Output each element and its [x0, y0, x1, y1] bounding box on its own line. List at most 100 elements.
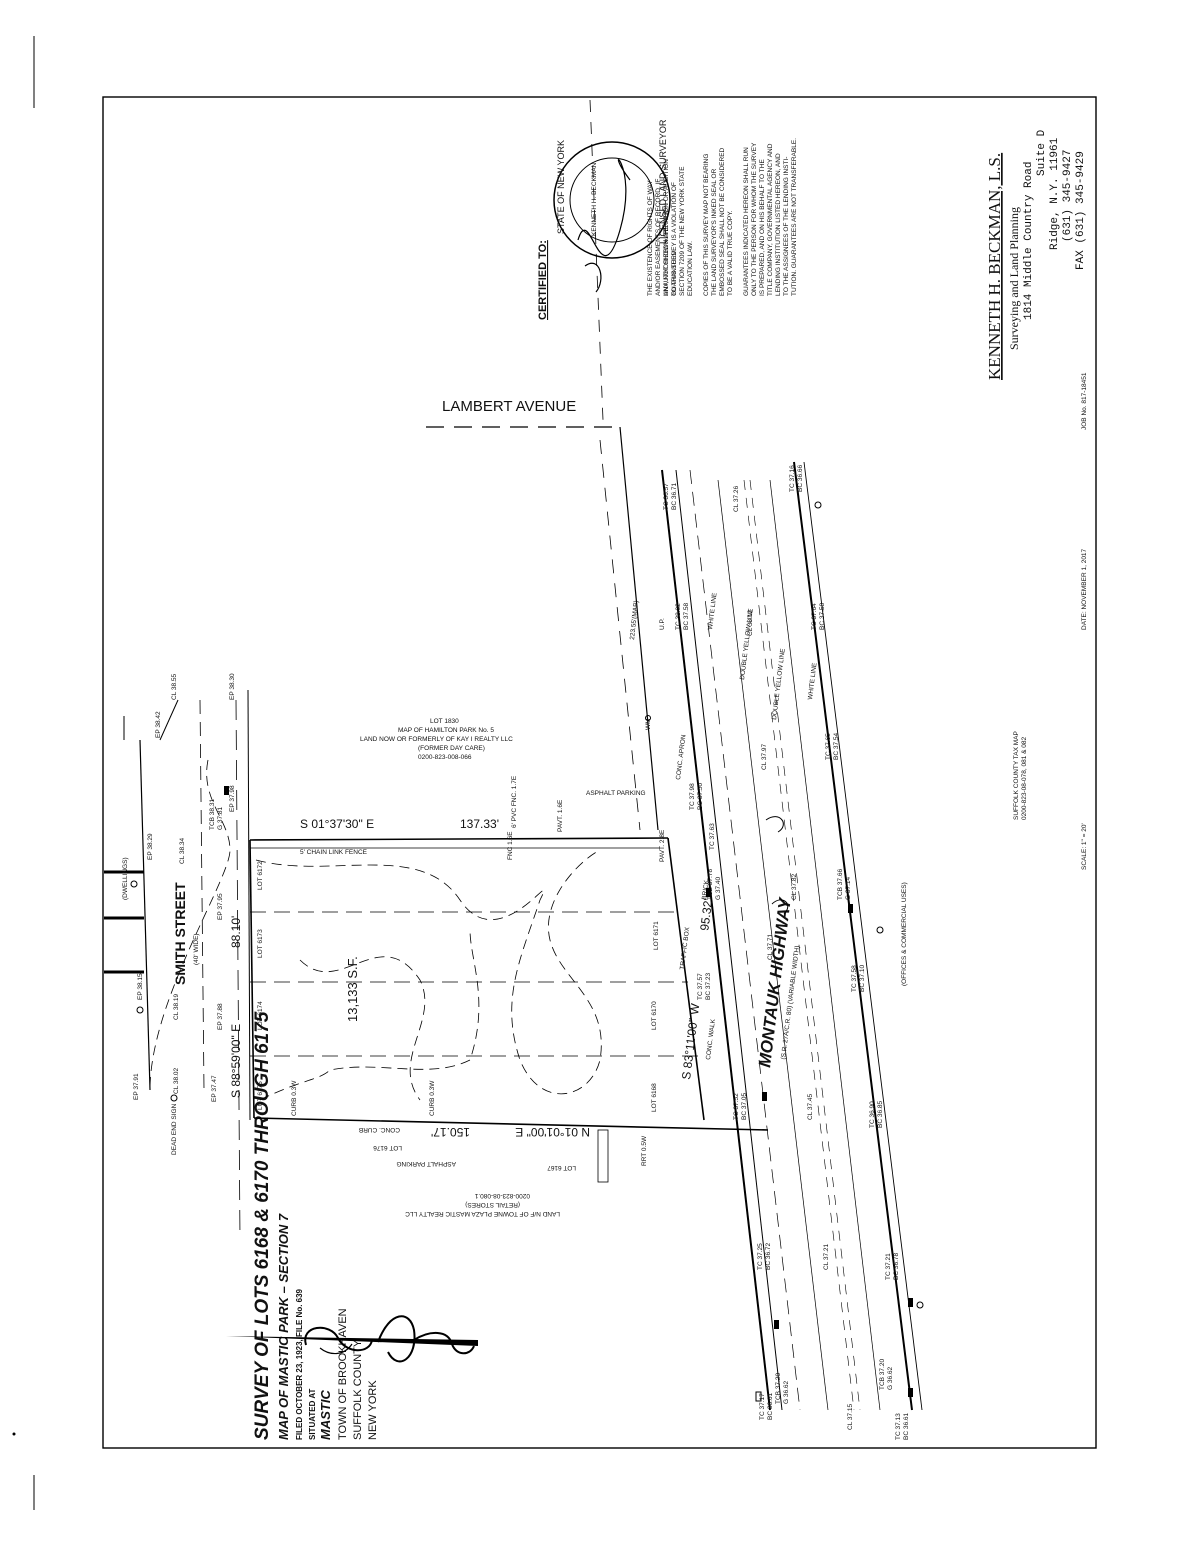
neighbor-lot: LOT 6167 [547, 1164, 576, 1171]
tax-map-number: 0200-823-08-078, 081 & 082 [1021, 736, 1028, 820]
surveyor-fax: FAX (631) 345-9429 [1075, 151, 1087, 270]
elevation: TC 37.64 [811, 603, 818, 630]
elevation: G 36.62 [887, 1366, 894, 1390]
elevation: BC 37.05 [741, 1093, 748, 1120]
lot-label: LOT 6175 [257, 1081, 264, 1110]
filed-line: FILED OCTOBER 23, 1923, FILE No. 639 [295, 1288, 304, 1440]
elevation: TC 37.57 [697, 973, 704, 1000]
town-name: TOWN OF BROOKHAVEN [337, 1308, 349, 1440]
dead-end-sign-label: DEAD END SIGN [171, 1103, 178, 1155]
elevation: EP 37.95 [217, 893, 224, 920]
bearing-right: S 83°11'00" W [679, 1002, 702, 1080]
surveyor-line3: Suite D [1036, 129, 1048, 176]
cert-note: IS PREPARED, AND ON HIS BEHALF TO THE [759, 159, 766, 296]
fence-note: FNC 1.6E [507, 831, 514, 860]
cert-note: EMBOSSED SEAL SHALL NOT BE CONSIDERED [719, 147, 726, 296]
white-line-label: WHITE LINE [707, 592, 719, 630]
elevation: TC 37.65 [825, 733, 832, 760]
elevation: TC 37.25 [757, 1243, 764, 1270]
smith-street-label: SMITH STREET [172, 882, 188, 985]
place-name: MASTIC [318, 1390, 333, 1440]
elevation: TCB 38.31 [209, 799, 216, 830]
elevation: TCB 37.78 [707, 869, 714, 900]
elevation: BC 36.71 [671, 483, 678, 510]
conc-apron-label: CONC. APRON [675, 734, 688, 780]
elevation: BC 37.23 [705, 973, 712, 1000]
cert-note: LENDING INSTITUTION LISTED HEREON, AND [775, 153, 782, 296]
elevation: TC 37.58 [851, 965, 858, 992]
smith-street: SMITH STREET (40' WIDE) (DWELLINGS) DEAD… [104, 689, 251, 1241]
neighbor-map: MAP OF HAMILTON PARK No. 5 [398, 727, 494, 734]
county-name: SUFFOLK COUNTY [352, 1339, 364, 1440]
distance-right: 95.32' [697, 898, 715, 932]
cert-note: COPIES OF THIS SURVEY MAP NOT BEARING [703, 154, 710, 296]
bearing-bottom: N 01°01'00" E [515, 1125, 590, 1139]
elevation: BC 37.54 [833, 733, 840, 760]
elevation: G 36.62 [783, 1380, 790, 1404]
lambert-avenue-label: LAMBERT AVENUE [442, 398, 576, 415]
survey-title: SURVEY OF LOTS 6168 & 6170 THROUGH 6175 [252, 1011, 273, 1440]
conc-walk-label: CONC. WALK [705, 1018, 717, 1060]
curb-box [597, 1129, 609, 1183]
lot-label: LOT 6173 [257, 929, 264, 958]
cert-note: TO BE A VALID TRUE COPY. [727, 210, 734, 296]
map-line: MAP OF MASTIC PARK – SECTION 7 [276, 1213, 291, 1440]
utility-symbols [224, 501, 924, 1402]
north-arrow [226, 1315, 478, 1363]
job-number: JOB No. 817-18451 [1081, 372, 1088, 430]
fence-note: 6' PVC FNC. 1.7E [511, 775, 518, 828]
seal-outer-text: STATE OF NEW YORK [556, 140, 566, 234]
neighbor-lot: LOT 1830 [430, 718, 459, 725]
distance-left: 88.10' [229, 916, 243, 948]
elevation: EP 38.15 [137, 973, 144, 1000]
water-meter-label: WM [645, 718, 652, 730]
distance-top: 137.33' [460, 817, 499, 831]
neighbor-owner: LAND NOW OR FORMERLY OF KAY I REALTY LLC [360, 736, 513, 743]
brick-label: BRICK [701, 879, 710, 900]
elevation: BC 36.72 [765, 1243, 772, 1270]
elevation: CL 37.97 [761, 743, 768, 770]
cert-note: GUARANTEED. [671, 249, 678, 296]
elevation: BC 37.58 [683, 603, 690, 630]
surveyor-line1: Surveying and Land Planning [1007, 207, 1021, 350]
elevation: EP 37.47 [211, 1075, 218, 1102]
elevation: BC 36.61 [767, 1393, 774, 1420]
elevation: EP 38.42 [155, 711, 162, 738]
cert-note: AND/OR EASEMENTS OF RECORD, IF [655, 179, 662, 296]
cert-note: SECTION 7209 OF THE NEW YORK STATE [679, 166, 686, 296]
elevation: TCB 37.20 [879, 1359, 886, 1390]
lot-label: LOT 6172 [257, 861, 264, 890]
elevation: BC 36.61 [903, 1413, 910, 1440]
elevation: CL 37.82 [791, 873, 798, 900]
lambert-avenue: LAMBERT AVENUE [426, 99, 659, 831]
elevation: TC 37.17 [759, 1393, 766, 1420]
neighbor-use: (FORMER DAY CARE) [418, 745, 485, 752]
seal-name-text: KENNETH H. BECKMAN [591, 162, 598, 236]
parcel-boundary [249, 837, 769, 1131]
tax-map-label: SUFFOLK COUNTY TAX MAP [1013, 731, 1020, 820]
elevation: CL 37.15 [847, 1403, 854, 1430]
asphalt-label: ASPHALT PARKING [396, 1160, 456, 1167]
smith-street-width: (40' WIDE) [193, 933, 200, 965]
offices-label: (OFFICES & COMMERCIAL USES) [901, 882, 908, 986]
survey-date: DATE: NOVEMBER 1, 2017 [1081, 548, 1088, 630]
cert-note: EDUCATION LAW. [687, 241, 694, 296]
cert-note: THE EXISTENCE OF RIGHTS OF WAY [647, 180, 654, 296]
elevation: BC 37.58 [819, 603, 826, 630]
lot-label: LOT 6174 [257, 1001, 264, 1030]
pavement-label: PAVT. 1.6E [557, 799, 564, 832]
bearing-top: S 01°37'30" E [300, 817, 374, 831]
elevation: TC 36.57 [663, 483, 670, 510]
surveyor-line4: Ridge, N.Y. 11961 [1049, 137, 1061, 250]
situated-label: SITUATED AT [308, 1388, 317, 1440]
dwellings-label: (DWELLINGS) [122, 857, 129, 900]
fence-label: 5' CHAIN LINK FENCE [300, 849, 368, 856]
state-name: NEW YORK [367, 1380, 379, 1440]
asphalt-label: ASPHALT PARKING [586, 790, 646, 797]
scan-dot [12, 1432, 16, 1436]
neighbor-north: LOT 1830 MAP OF HAMILTON PARK No. 5 LAND… [360, 718, 646, 797]
surveyor-phone: (631) 345-9427 [1062, 150, 1074, 242]
elevation: EP 37.98 [229, 785, 236, 812]
